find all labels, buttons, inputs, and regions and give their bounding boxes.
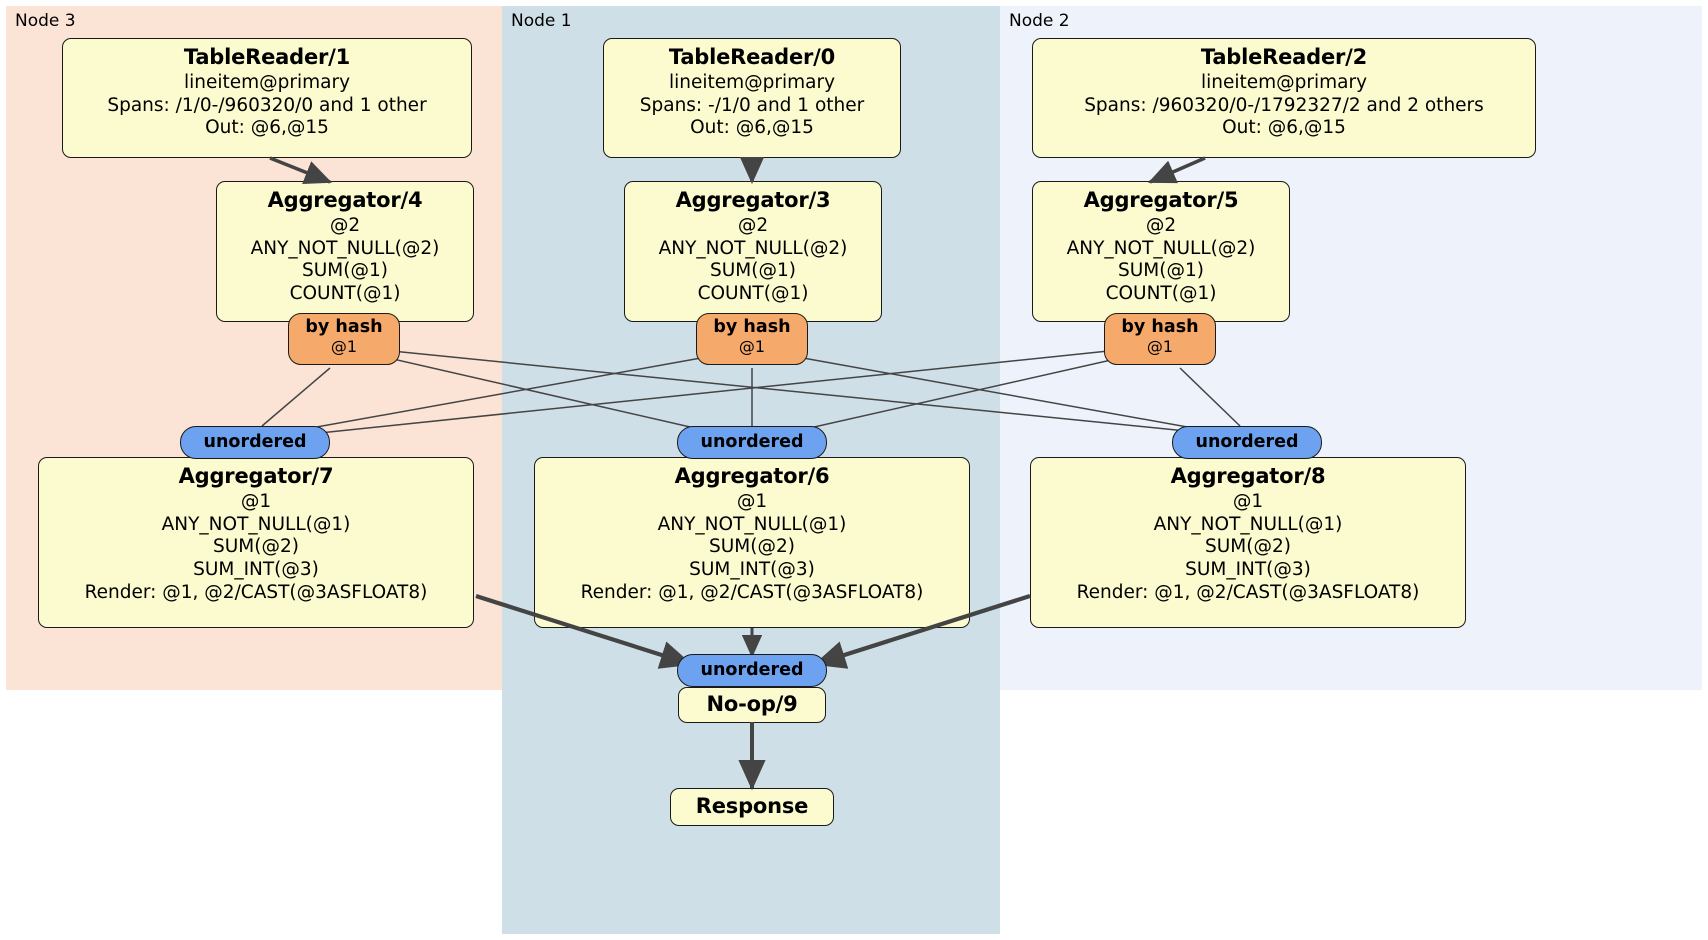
output-router-by-hash-left[interactable]: by hash @1 [288, 313, 400, 365]
processor-line: ANY_NOT_NULL(@1) [1153, 513, 1343, 535]
processor-line: @1 [240, 490, 272, 512]
processor-response[interactable]: Response [670, 788, 834, 826]
processor-title: TableReader/0 [668, 45, 836, 69]
processor-line: COUNT(@1) [697, 283, 809, 305]
processor-line: Spans: -/1/0 and 1 other [639, 94, 865, 116]
processor-line: lineitem@primary [183, 71, 351, 93]
processor-title: Aggregator/8 [1170, 464, 1326, 488]
processor-tablereader-1[interactable]: TableReader/1 lineitem@primary Spans: /1… [62, 38, 472, 158]
processor-line: lineitem@primary [1200, 71, 1368, 93]
processor-line: ANY_NOT_NULL(@1) [161, 513, 351, 535]
processor-line: ANY_NOT_NULL(@2) [658, 237, 848, 259]
input-sync-unordered-left[interactable]: unordered [180, 426, 330, 459]
processor-title: Aggregator/5 [1083, 188, 1239, 212]
sync-kind-label: unordered [1195, 431, 1299, 452]
processor-title: Aggregator/6 [674, 464, 830, 488]
processor-line: SUM(@1) [302, 260, 388, 282]
processor-aggregator-4[interactable]: Aggregator/4 @2 ANY_NOT_NULL(@2) SUM(@1)… [216, 181, 474, 322]
processor-line: @1 [736, 490, 768, 512]
processor-line: SUM(@1) [1118, 260, 1204, 282]
sync-kind-label: unordered [700, 659, 804, 680]
processor-title: TableReader/2 [1200, 45, 1368, 69]
processor-line: Out: @6,@15 [1222, 117, 1346, 139]
panel-node-2-label: Node 2 [1009, 11, 1070, 31]
processor-line: @2 [737, 214, 769, 236]
processor-no-op-9[interactable]: No-op/9 [678, 687, 826, 723]
processor-aggregator-7[interactable]: Aggregator/7 @1 ANY_NOT_NULL(@1) SUM(@2)… [38, 457, 474, 628]
processor-tablereader-2[interactable]: TableReader/2 lineitem@primary Spans: /9… [1032, 38, 1536, 158]
router-kind-label: by hash [713, 317, 791, 337]
processor-line: @2 [1145, 214, 1177, 236]
processor-title: No-op/9 [706, 691, 798, 716]
processor-line: ANY_NOT_NULL(@1) [657, 513, 847, 535]
processor-line: lineitem@primary [668, 71, 836, 93]
processor-aggregator-5[interactable]: Aggregator/5 @2 ANY_NOT_NULL(@2) SUM(@1)… [1032, 181, 1290, 322]
router-column-label: @1 [1146, 336, 1174, 356]
processor-line: SUM_INT(@3) [689, 559, 815, 581]
processor-line: COUNT(@1) [1105, 283, 1217, 305]
router-kind-label: by hash [1121, 317, 1199, 337]
processor-aggregator-3[interactable]: Aggregator/3 @2 ANY_NOT_NULL(@2) SUM(@1)… [624, 181, 882, 322]
processor-line: Out: @6,@15 [690, 117, 814, 139]
processor-tablereader-0[interactable]: TableReader/0 lineitem@primary Spans: -/… [603, 38, 901, 158]
input-sync-unordered-right[interactable]: unordered [1172, 426, 1322, 459]
processor-aggregator-6[interactable]: Aggregator/6 @1 ANY_NOT_NULL(@1) SUM(@2)… [534, 457, 970, 628]
router-kind-label: by hash [305, 317, 383, 337]
processor-title: TableReader/1 [183, 45, 351, 69]
processor-line: SUM(@1) [710, 260, 796, 282]
processor-title: Aggregator/7 [178, 464, 334, 488]
processor-line: Render: @1, @2/CAST(@3ASFLOAT8) [1076, 581, 1420, 603]
processor-line: SUM_INT(@3) [1185, 559, 1311, 581]
processor-line: ANY_NOT_NULL(@2) [250, 237, 440, 259]
processor-aggregator-8[interactable]: Aggregator/8 @1 ANY_NOT_NULL(@1) SUM(@2)… [1030, 457, 1466, 628]
output-router-by-hash-center[interactable]: by hash @1 [696, 313, 808, 365]
processor-line: Spans: /960320/0-/1792327/2 and 2 others [1084, 94, 1484, 116]
output-router-by-hash-right[interactable]: by hash @1 [1104, 313, 1216, 365]
processor-line: @2 [329, 214, 361, 236]
processor-line: Out: @6,@15 [205, 117, 329, 139]
sync-kind-label: unordered [700, 431, 804, 452]
processor-line: Render: @1, @2/CAST(@3ASFLOAT8) [84, 581, 428, 603]
input-sync-unordered-final[interactable]: unordered [677, 654, 827, 687]
processor-line: ANY_NOT_NULL(@2) [1066, 237, 1256, 259]
processor-line: SUM_INT(@3) [193, 559, 319, 581]
panel-node-3-label: Node 3 [15, 11, 76, 31]
processor-title: Aggregator/3 [675, 188, 831, 212]
processor-line: COUNT(@1) [289, 283, 401, 305]
processor-title: Aggregator/4 [267, 188, 423, 212]
processor-line: SUM(@2) [213, 536, 299, 558]
sync-kind-label: unordered [203, 431, 307, 452]
router-column-label: @1 [330, 336, 358, 356]
router-column-label: @1 [738, 336, 766, 356]
panel-node-1-label: Node 1 [511, 11, 572, 31]
processor-line: Render: @1, @2/CAST(@3ASFLOAT8) [580, 581, 924, 603]
input-sync-unordered-center[interactable]: unordered [677, 426, 827, 459]
processor-line: Spans: /1/0-/960320/0 and 1 other [107, 94, 427, 116]
processor-line: @1 [1232, 490, 1264, 512]
processor-line: SUM(@2) [1205, 536, 1291, 558]
processor-line: SUM(@2) [709, 536, 795, 558]
processor-title: Response [695, 793, 809, 818]
